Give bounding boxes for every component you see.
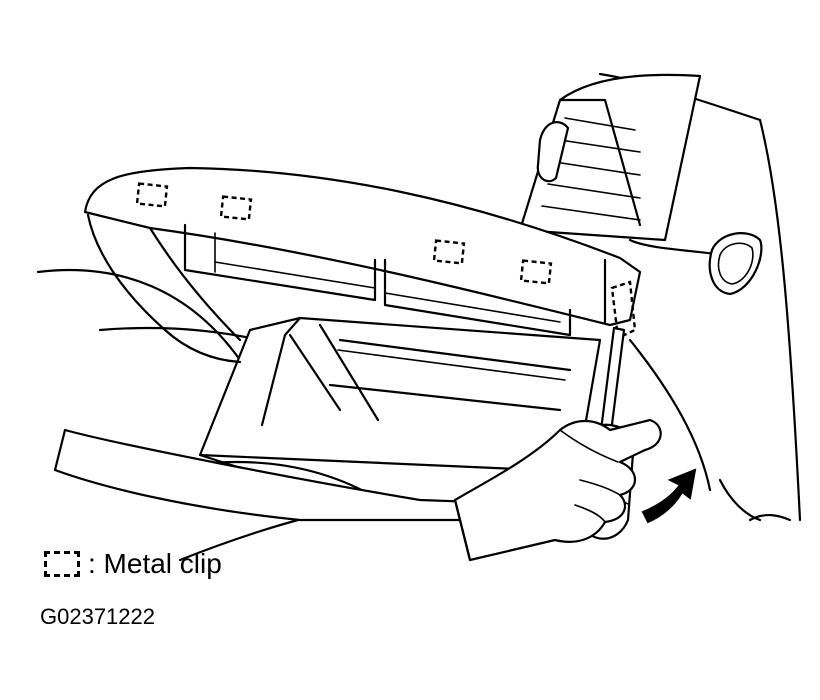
- metal-clip-icon: [519, 259, 553, 285]
- hand-icon: [453, 418, 662, 562]
- metal-clip-icon: [219, 195, 253, 221]
- metal-clip-icon: [135, 182, 169, 208]
- dashed-square-icon: [44, 551, 80, 577]
- legend: : Metal clip: [44, 546, 222, 582]
- lower-right-edge: [628, 338, 792, 522]
- arrow-icon: [641, 468, 697, 524]
- figure-id: G02371222: [40, 604, 155, 629]
- metal-clip-icon: [432, 239, 466, 265]
- air-vent-icon: [518, 73, 702, 242]
- metal-clip-markers: [135, 182, 637, 340]
- side-panel: [628, 232, 763, 296]
- glove-box-bin: [53, 316, 602, 522]
- upper-trim-panel: [83, 166, 642, 364]
- legend-label: : Metal clip: [88, 548, 222, 579]
